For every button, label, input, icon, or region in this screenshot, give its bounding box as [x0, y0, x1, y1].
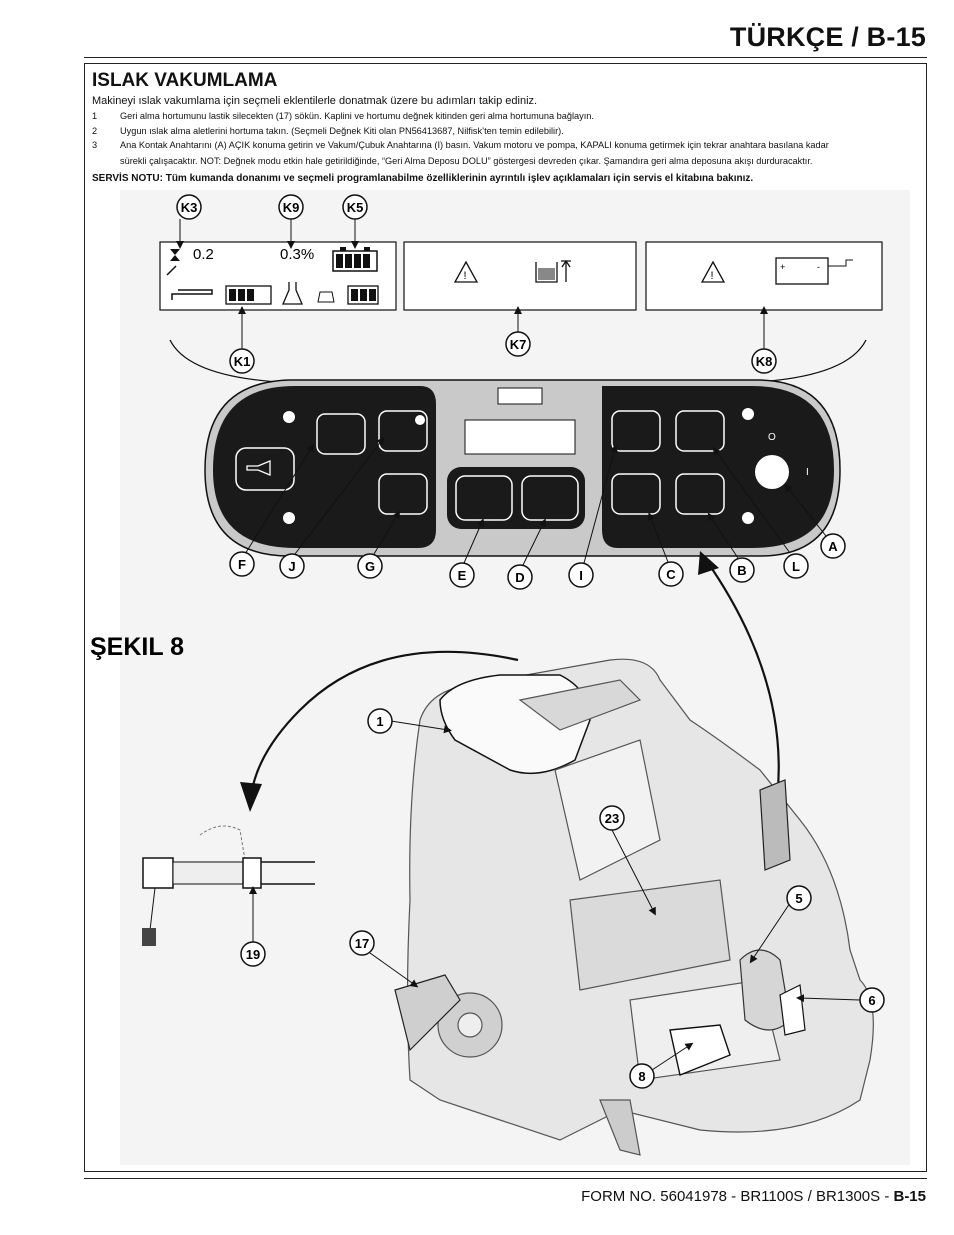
content-frame — [84, 63, 927, 1172]
page-footer: FORM NO. 56041978 - BR1100S / BR1300S - … — [581, 1188, 926, 1205]
callout-k8: K8 — [751, 306, 777, 374]
callout-k9: K9 — [278, 194, 304, 249]
svg-text:!: ! — [464, 270, 467, 282]
brush-level-icon — [317, 285, 379, 305]
step-number: 3 — [92, 140, 98, 150]
callout-f: F — [229, 443, 315, 577]
step-text: Ana Kontak Anahtarını (A) AÇIK konuma ge… — [120, 140, 829, 150]
svg-text:I: I — [806, 467, 809, 478]
display-screen-battery-warning — [645, 241, 883, 311]
svg-text:F: F — [238, 557, 246, 572]
step-text: Geri alma hortumunu lastik silecekten (1… — [120, 111, 594, 121]
svg-text:6: 6 — [868, 993, 875, 1008]
footer-page-number: B-15 — [893, 1188, 926, 1205]
svg-text:!: ! — [711, 270, 714, 282]
step-number: 1 — [92, 111, 98, 121]
svg-text:K3: K3 — [181, 200, 198, 215]
callout-l: L — [712, 446, 809, 579]
footer-form-number: FORM NO. 56041978 - BR1100S / BR1300S - — [581, 1188, 894, 1205]
display-screen-tank-warning — [403, 241, 637, 311]
svg-text:19: 19 — [246, 947, 260, 962]
callout-k3: K3 — [176, 194, 202, 249]
control-panel: O I — [204, 379, 841, 557]
svg-text:O: O — [768, 432, 776, 443]
svg-text:K5: K5 — [347, 200, 364, 215]
svg-text:23: 23 — [605, 811, 619, 826]
squeegee-level-icon — [171, 285, 272, 305]
callout-23: 23 — [599, 805, 656, 916]
svg-text:K9: K9 — [283, 200, 300, 215]
header-rule — [84, 57, 927, 58]
step-2: 2 Uygun ıslak alma aletlerini hortuma tak… — [92, 126, 922, 136]
step-1: 1 Geri alma hortumunu lastik silecekten (… — [92, 111, 922, 121]
svg-text:1: 1 — [376, 714, 383, 729]
display-value-hours: 0.2 — [193, 246, 214, 263]
svg-text:L: L — [792, 559, 800, 574]
footer-rule — [84, 1178, 927, 1179]
wrench-icon — [166, 265, 177, 276]
svg-text:E: E — [458, 568, 467, 583]
svg-text:+: + — [780, 262, 785, 272]
page-header-title: TÜRKÇE / B-15 — [729, 22, 926, 52]
svg-text:K1: K1 — [234, 354, 251, 369]
svg-text:-: - — [817, 262, 820, 272]
section-title: ISLAK VAKUMLAMA — [92, 70, 278, 91]
battery-charger-icon: +- — [775, 257, 853, 285]
callout-a: A — [784, 483, 846, 559]
step-text: Uygun ıslak alma aletlerini hortuma takı… — [120, 126, 564, 136]
svg-text:A: A — [828, 539, 838, 554]
callout-e: E — [449, 518, 485, 588]
callout-i: I — [568, 444, 618, 588]
callout-5: 5 — [749, 885, 812, 964]
svg-text:17: 17 — [355, 936, 369, 951]
callout-j: J — [279, 436, 385, 579]
callout-k5: K5 — [342, 194, 368, 249]
callout-6: 6 — [796, 987, 885, 1013]
recovery-tank-full-icon — [535, 259, 571, 283]
hourglass-icon — [170, 249, 180, 261]
battery-bars-icon — [332, 247, 378, 272]
callout-8: 8 — [629, 1042, 694, 1089]
svg-text:J: J — [288, 559, 295, 574]
callout-g: G — [357, 510, 401, 579]
callout-1: 1 — [367, 708, 452, 734]
callout-k7: K7 — [505, 306, 531, 357]
svg-text:5: 5 — [795, 891, 802, 906]
step-3: 3 Ana Kontak Anahtarını (A) AÇIK konuma g… — [92, 140, 922, 150]
callout-19: 19 — [240, 886, 266, 967]
flask-icon — [282, 282, 303, 305]
svg-text:8: 8 — [638, 1069, 645, 1084]
svg-text:G: G — [365, 559, 375, 574]
figure-label: ŞEKIL 8 — [90, 633, 184, 661]
step-number: 2 — [92, 126, 98, 136]
callout-c: C — [647, 512, 684, 587]
svg-text:K7: K7 — [510, 337, 527, 352]
display-value-percent: 0.3% — [280, 246, 314, 263]
svg-text:B: B — [737, 563, 746, 578]
callout-b: B — [707, 512, 755, 583]
callout-17: 17 — [349, 930, 419, 988]
callout-d: D — [507, 518, 546, 590]
callout-k1: K1 — [229, 306, 255, 374]
svg-text:I: I — [579, 568, 583, 583]
warning-triangle-icon: ! — [700, 260, 726, 283]
svg-text:D: D — [515, 570, 524, 585]
hose-coupling-illustration — [142, 825, 315, 946]
step-3-continued: sürekli çalışacaktır. NOT: Değnek modu e… — [120, 156, 813, 166]
svg-text:K8: K8 — [756, 354, 773, 369]
svg-text:C: C — [666, 567, 676, 582]
warning-triangle-icon: ! — [453, 260, 479, 283]
service-note: SERVİS NOTU: Tüm kumanda donanımı ve seç… — [92, 173, 754, 184]
section-intro: Makineyi ıslak vakumlama için seçmeli ek… — [92, 95, 538, 107]
